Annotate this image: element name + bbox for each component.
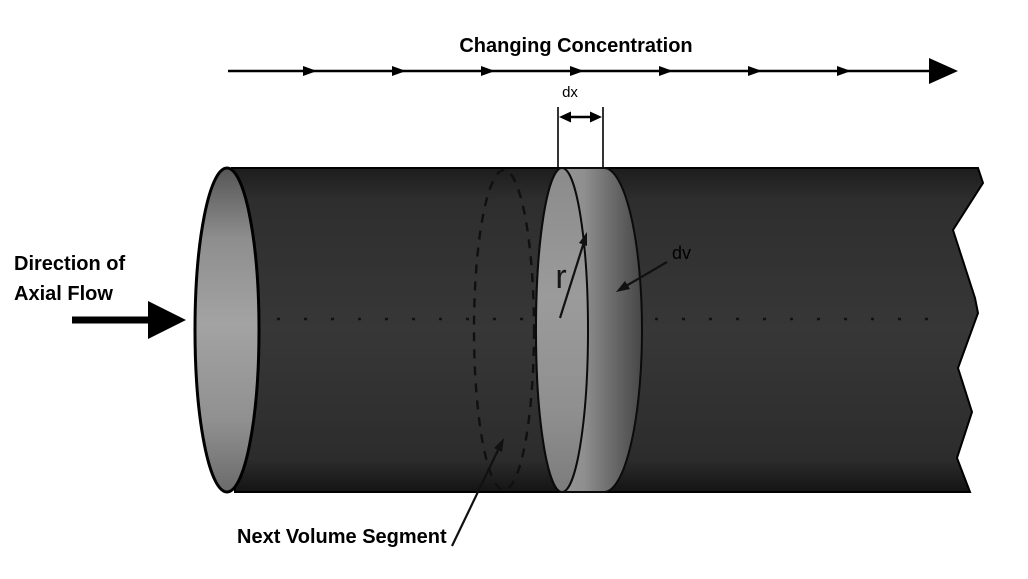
dx-left-arrowhead-icon: [559, 111, 571, 123]
next-volume-segment-pointer: [451, 438, 504, 547]
next-volume-segment-ellipse: [472, 168, 536, 492]
flow-arrowhead-icon: [303, 66, 317, 76]
dx-right-arrowhead-icon: [590, 111, 602, 123]
dx-extent-marker: [557, 107, 604, 167]
radius-label: r: [555, 258, 566, 296]
next-volume-arrowhead-icon: [494, 438, 504, 452]
dv-label: dv: [672, 243, 691, 263]
axial-flow-arrowhead-icon: [148, 301, 186, 339]
pipe-end-cap: [193, 166, 261, 494]
title: Changing Concentration: [459, 35, 692, 57]
flow-arrowhead-icon: [481, 66, 495, 76]
volume-disk-face: [535, 167, 589, 493]
axial-flow-arrow: [72, 301, 186, 339]
flow-arrowhead-end-icon: [929, 58, 958, 84]
next-volume-segment-label: Next Volume Segment: [237, 526, 447, 548]
direction-label-line1: Direction of: [14, 253, 125, 275]
dv-arrowhead-icon: [616, 281, 630, 292]
radius-annotation: [558, 232, 587, 319]
flow-arrowhead-icon: [570, 66, 584, 76]
dv-annotation: [616, 261, 668, 292]
concentration-flow-arrow: [228, 58, 958, 84]
direction-label-line2: Axial Flow: [14, 283, 113, 305]
flow-arrowhead-icon: [837, 66, 851, 76]
flow-arrowhead-icon: [748, 66, 762, 76]
flow-arrowhead-icon: [392, 66, 406, 76]
flow-arrowhead-icon: [659, 66, 673, 76]
dx-label: dx: [562, 84, 578, 101]
radius-arrowhead-icon: [579, 232, 587, 246]
